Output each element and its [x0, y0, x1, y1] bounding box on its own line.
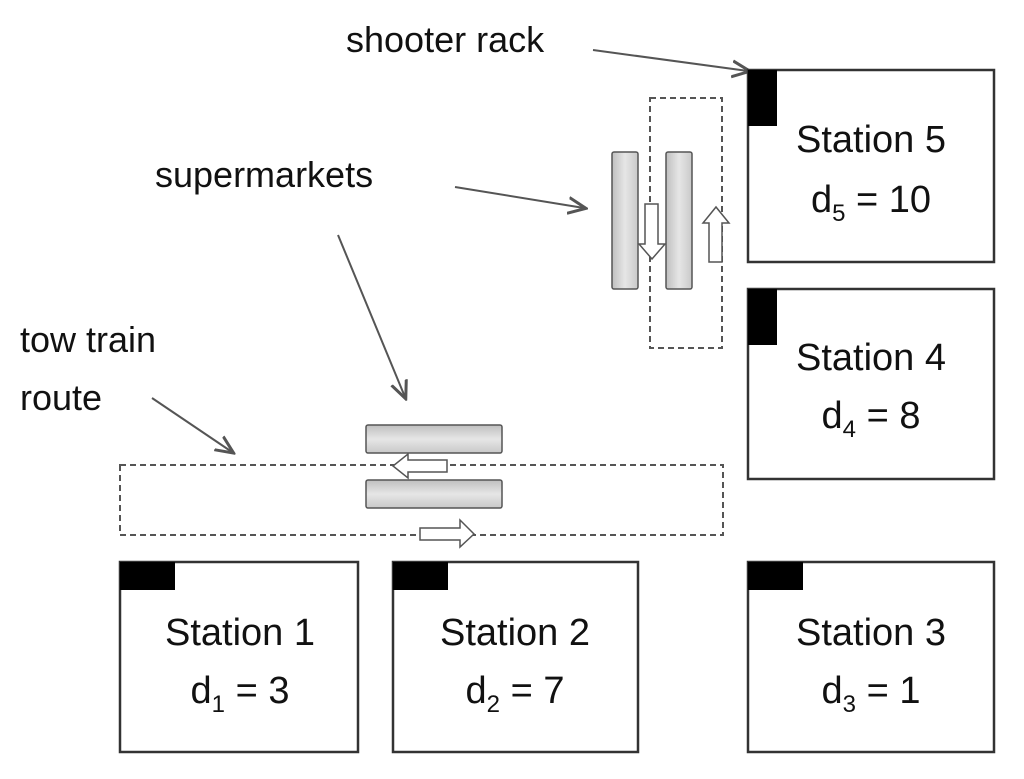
- shooter-rack-station-3: [748, 562, 803, 590]
- station-3-name: Station 3: [796, 612, 946, 654]
- shooter-rack-label: shooter rack: [346, 19, 545, 60]
- station-2-name: Station 2: [440, 612, 590, 654]
- station-3: Station 3 d3 = 1: [746, 560, 996, 754]
- shooter-rack-station-4: [748, 289, 777, 345]
- station-5-box: [746, 68, 996, 264]
- station-2: Station 2 d2 = 7: [391, 560, 640, 754]
- station-5-demand: d5 = 10: [811, 179, 931, 227]
- supermarket-shelf-vertical-right: [665, 151, 693, 290]
- tow-train-route-label-line2: route: [20, 377, 102, 418]
- supermarkets-label: supermarkets: [155, 154, 373, 195]
- supermarket-shelf-horizontal-top: [365, 424, 503, 454]
- arrow-right-icon: [419, 518, 476, 549]
- arrow-left-icon: [391, 452, 448, 480]
- supermarket-pointer-arrow-down: [337, 234, 405, 397]
- station-4: Station 4 d4 = 8: [746, 287, 996, 481]
- station-3-demand: d3 = 1: [822, 670, 921, 718]
- station-4-box: [746, 287, 996, 481]
- station-1-box: [118, 560, 360, 754]
- shooter-rack-station-1: [120, 562, 175, 590]
- supermarket-pointer-arrow-right: [454, 186, 584, 208]
- station-1: Station 1 d1 = 3: [118, 560, 360, 754]
- tow-train-route-label-line1: tow train: [20, 319, 156, 360]
- station-5: Station 5 d5 = 10: [746, 68, 996, 264]
- station-5-name: Station 5: [796, 119, 946, 161]
- supermarket-shelf-vertical-left: [611, 151, 639, 290]
- shooter-rack-pointer-arrow: [592, 49, 748, 71]
- tow-train-route-vertical: [649, 97, 723, 349]
- station-1-demand: d1 = 3: [191, 670, 290, 718]
- tow-train-pointer-arrow: [151, 397, 232, 452]
- arrow-down-icon: [637, 203, 667, 261]
- station-2-box: [391, 560, 640, 754]
- station-3-box: [746, 560, 996, 754]
- supermarket-shelf-horizontal-bottom: [365, 479, 503, 509]
- station-2-demand: d2 = 7: [466, 670, 565, 718]
- station-4-demand: d4 = 8: [822, 395, 921, 443]
- arrow-up-icon: [701, 205, 731, 263]
- station-1-name: Station 1: [165, 612, 315, 654]
- station-4-name: Station 4: [796, 337, 946, 379]
- shooter-rack-station-5: [748, 70, 777, 126]
- shooter-rack-station-2: [393, 562, 448, 590]
